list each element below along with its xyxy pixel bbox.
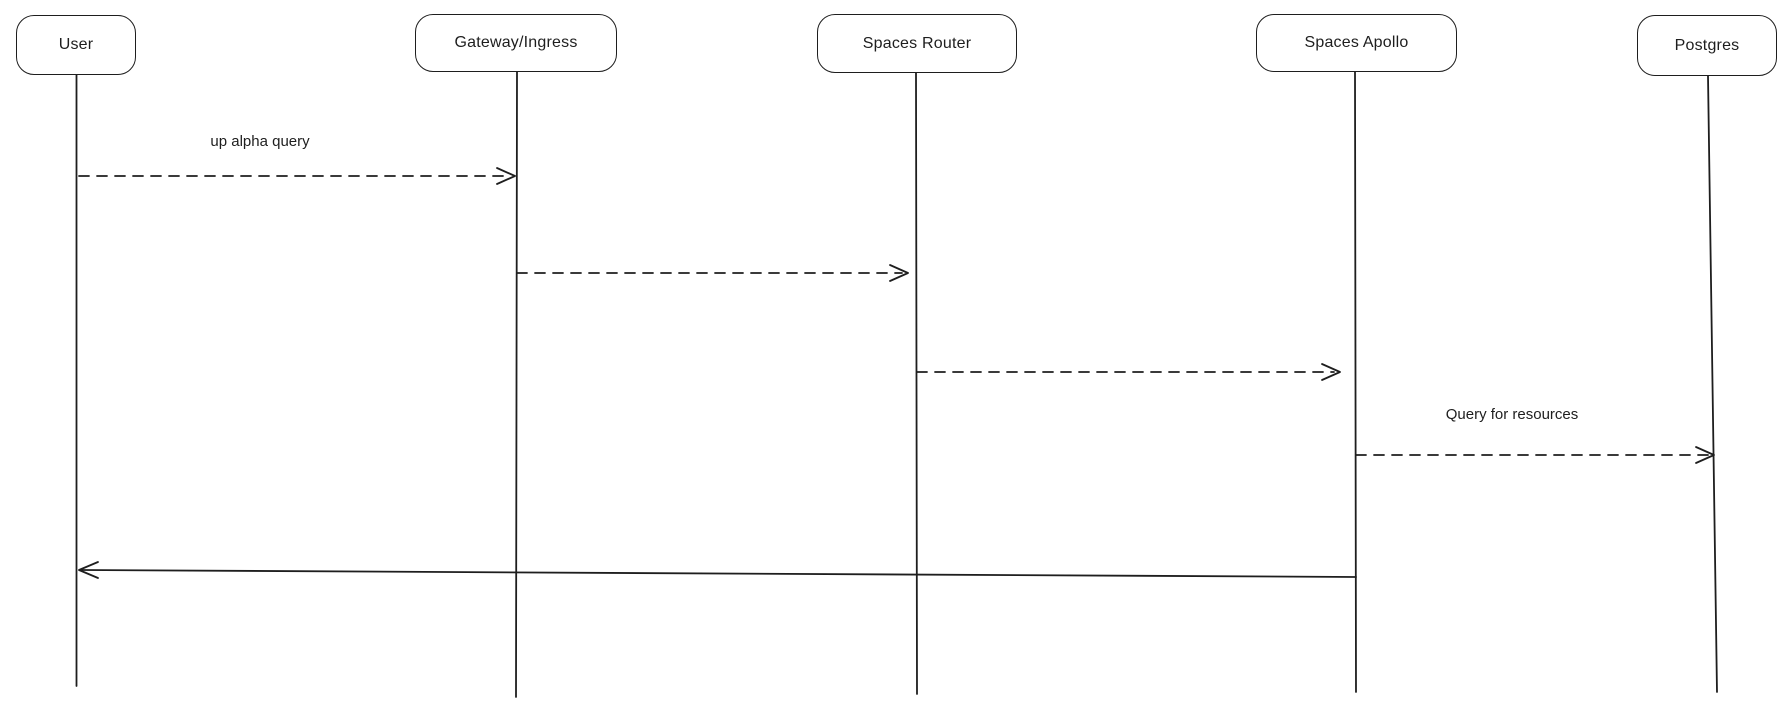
message-label-query-for-resources: Query for resources — [1445, 406, 1579, 423]
message-label-up-alpha-query: up alpha query — [210, 133, 310, 150]
actor-box-spaces-apollo[interactable]: Spaces Apollo — [1256, 14, 1457, 72]
actor-label-postgres: Postgres — [1674, 36, 1740, 54]
arrowhead-right-icon — [889, 264, 909, 282]
actor-box-user[interactable]: User — [16, 15, 136, 75]
actor-box-postgres[interactable]: Postgres — [1637, 15, 1777, 76]
arrowhead-right-icon — [1695, 446, 1715, 464]
message-arrow-apollo-to-postgres[interactable] — [1355, 446, 1715, 464]
actor-box-spaces-router[interactable]: Spaces Router — [817, 14, 1017, 73]
message-arrow-router-to-apollo[interactable] — [916, 363, 1341, 381]
arrowhead-right-icon — [1321, 363, 1341, 381]
message-arrow-gateway-to-router[interactable] — [516, 264, 909, 282]
actor-label-user: User — [58, 36, 94, 53]
lifeline-spaces-apollo — [1354, 71, 1357, 693]
message-arrow-apollo-to-user[interactable] — [78, 561, 1357, 579]
actor-label-spaces-router: Spaces Router — [862, 34, 972, 52]
arrowhead-right-icon — [496, 167, 516, 185]
message-arrow-user-to-gateway[interactable] — [78, 167, 516, 185]
arrowhead-left-icon — [78, 561, 99, 579]
actor-label-gateway-ingress: Gateway/Ingress — [454, 34, 578, 51]
actor-box-gateway-ingress[interactable]: Gateway/Ingress — [415, 14, 617, 72]
lifeline-gateway-ingress — [515, 71, 518, 698]
lifeline-spaces-router — [915, 72, 918, 695]
actor-label-spaces-apollo: Spaces Apollo — [1304, 34, 1409, 51]
lifeline-postgres — [1707, 75, 1718, 693]
